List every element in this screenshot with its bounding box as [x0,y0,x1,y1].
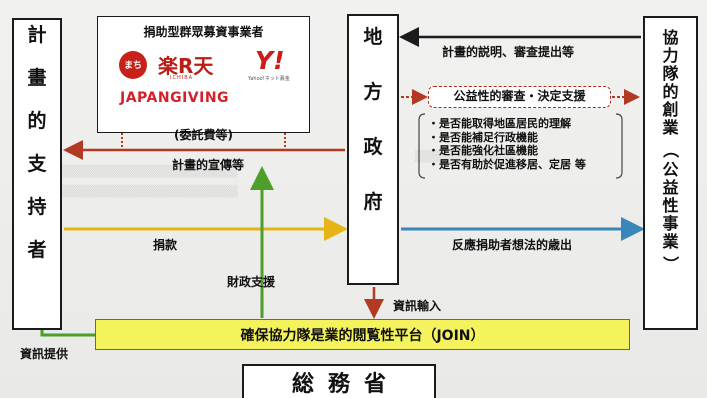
review-criterion: ・是否能強化社區機能 [428,144,538,157]
yahoo-donation-logo-text: Yahoo!ネット募金 [248,76,290,82]
team-char: 隊 [662,64,679,83]
feedback-label: 反應捐助者想法的歳出 [452,238,573,252]
review-criterion: ・是否能補足行政機能 [428,130,538,144]
local-gov-char: 政 [363,136,383,158]
cooperation-team-business-box: 協 力 隊 的 創 業 （ 公 益 性 事 業 ） [643,16,698,330]
ministry-box: 総務省 [242,364,436,398]
supporters-char: 支 [27,153,47,175]
review-criterion: ・是否有助於促進移居、定居 等 [428,157,586,171]
criteria-bracket [615,113,623,179]
team-char: 業 [662,118,679,137]
team-char: 公 [662,160,679,179]
donation-label: 捐款 [153,238,178,252]
team-char: 業 [662,232,679,251]
promotion-label: 計畫的宣傳等 [172,158,245,172]
review-criterion: ・是否能取得地區居民的理解 [428,117,571,130]
supporters-char: 的 [27,110,47,132]
local-government-box: 地 方 政 府 [347,14,399,285]
team-char: 性 [662,196,679,215]
local-gov-char: 方 [363,81,383,103]
fiscal-support-label: 財政支援 [227,275,276,289]
yahoo-logo: Y! [255,46,285,75]
crowdfunding-operators-title: 捐助型群眾募資事業者 [143,25,264,39]
local-gov-char: 府 [363,191,383,213]
review-criteria-list: ・是否能取得地區居民的理解 ・是否能補足行政機能 ・是否能強化社區機能 ・是否有… [428,117,606,171]
join-platform-label: 確保協力隊是業的閲覧性平台（JOIN） [240,327,485,344]
team-char: 事 [662,214,679,233]
join-platform-bar: 確保協力隊是業的閲覧性平台（JOIN） [95,319,630,350]
crowdfunding-operators-box: 捐助型群眾募資事業者 (委託費等) [97,16,310,142]
rakuten-ichiba-logo: ICHIBA [170,75,194,81]
public-interest-review-box: 公益性的審查・決定支援 [428,86,611,108]
team-char: ） [661,255,681,273]
supporters-box: 計 畫 的 支 持 者 [12,18,62,330]
supporters-char: 計 [27,24,47,46]
machi-seal-logo: まち [119,51,147,79]
japangiving-logo: JAPANGIVING [120,90,230,106]
bleed-through: ▒▒▒▒▒▒▒▒▒▒▒▒▒▒▒▒▒▒▒▒▒ [60,165,238,178]
team-char: 益 [662,178,679,197]
criteria-bracket [418,113,426,179]
info-input-label: 資訊輸入 [393,299,442,313]
bleed-through: ▒▒▒▒▒▒▒▒▒▒▒▒▒▒▒▒▒▒▒▒▒ [60,185,238,198]
team-char: 的 [662,82,679,101]
supporters-char: 者 [27,239,47,261]
info-provide-label: 資訊提供 [20,347,69,361]
commission-label: (委託費等) [174,128,233,142]
bleed-through: ▒▒▒▒▒▒▒▒▒▒▒▒ [415,150,517,163]
ministry-label: 総務省 [291,372,400,397]
supporters-char: 持 [27,196,47,218]
plan-explain-label: 計畫的説明、審查提出等 [442,45,575,59]
supporters-char: 畫 [27,67,47,89]
team-char: （ [661,141,681,159]
team-char: 創 [662,100,679,119]
rakuten-logo: 楽R天 [158,54,214,78]
team-char: 協 [662,28,679,47]
team-char: 力 [662,46,679,65]
local-gov-char: 地 [363,26,383,48]
